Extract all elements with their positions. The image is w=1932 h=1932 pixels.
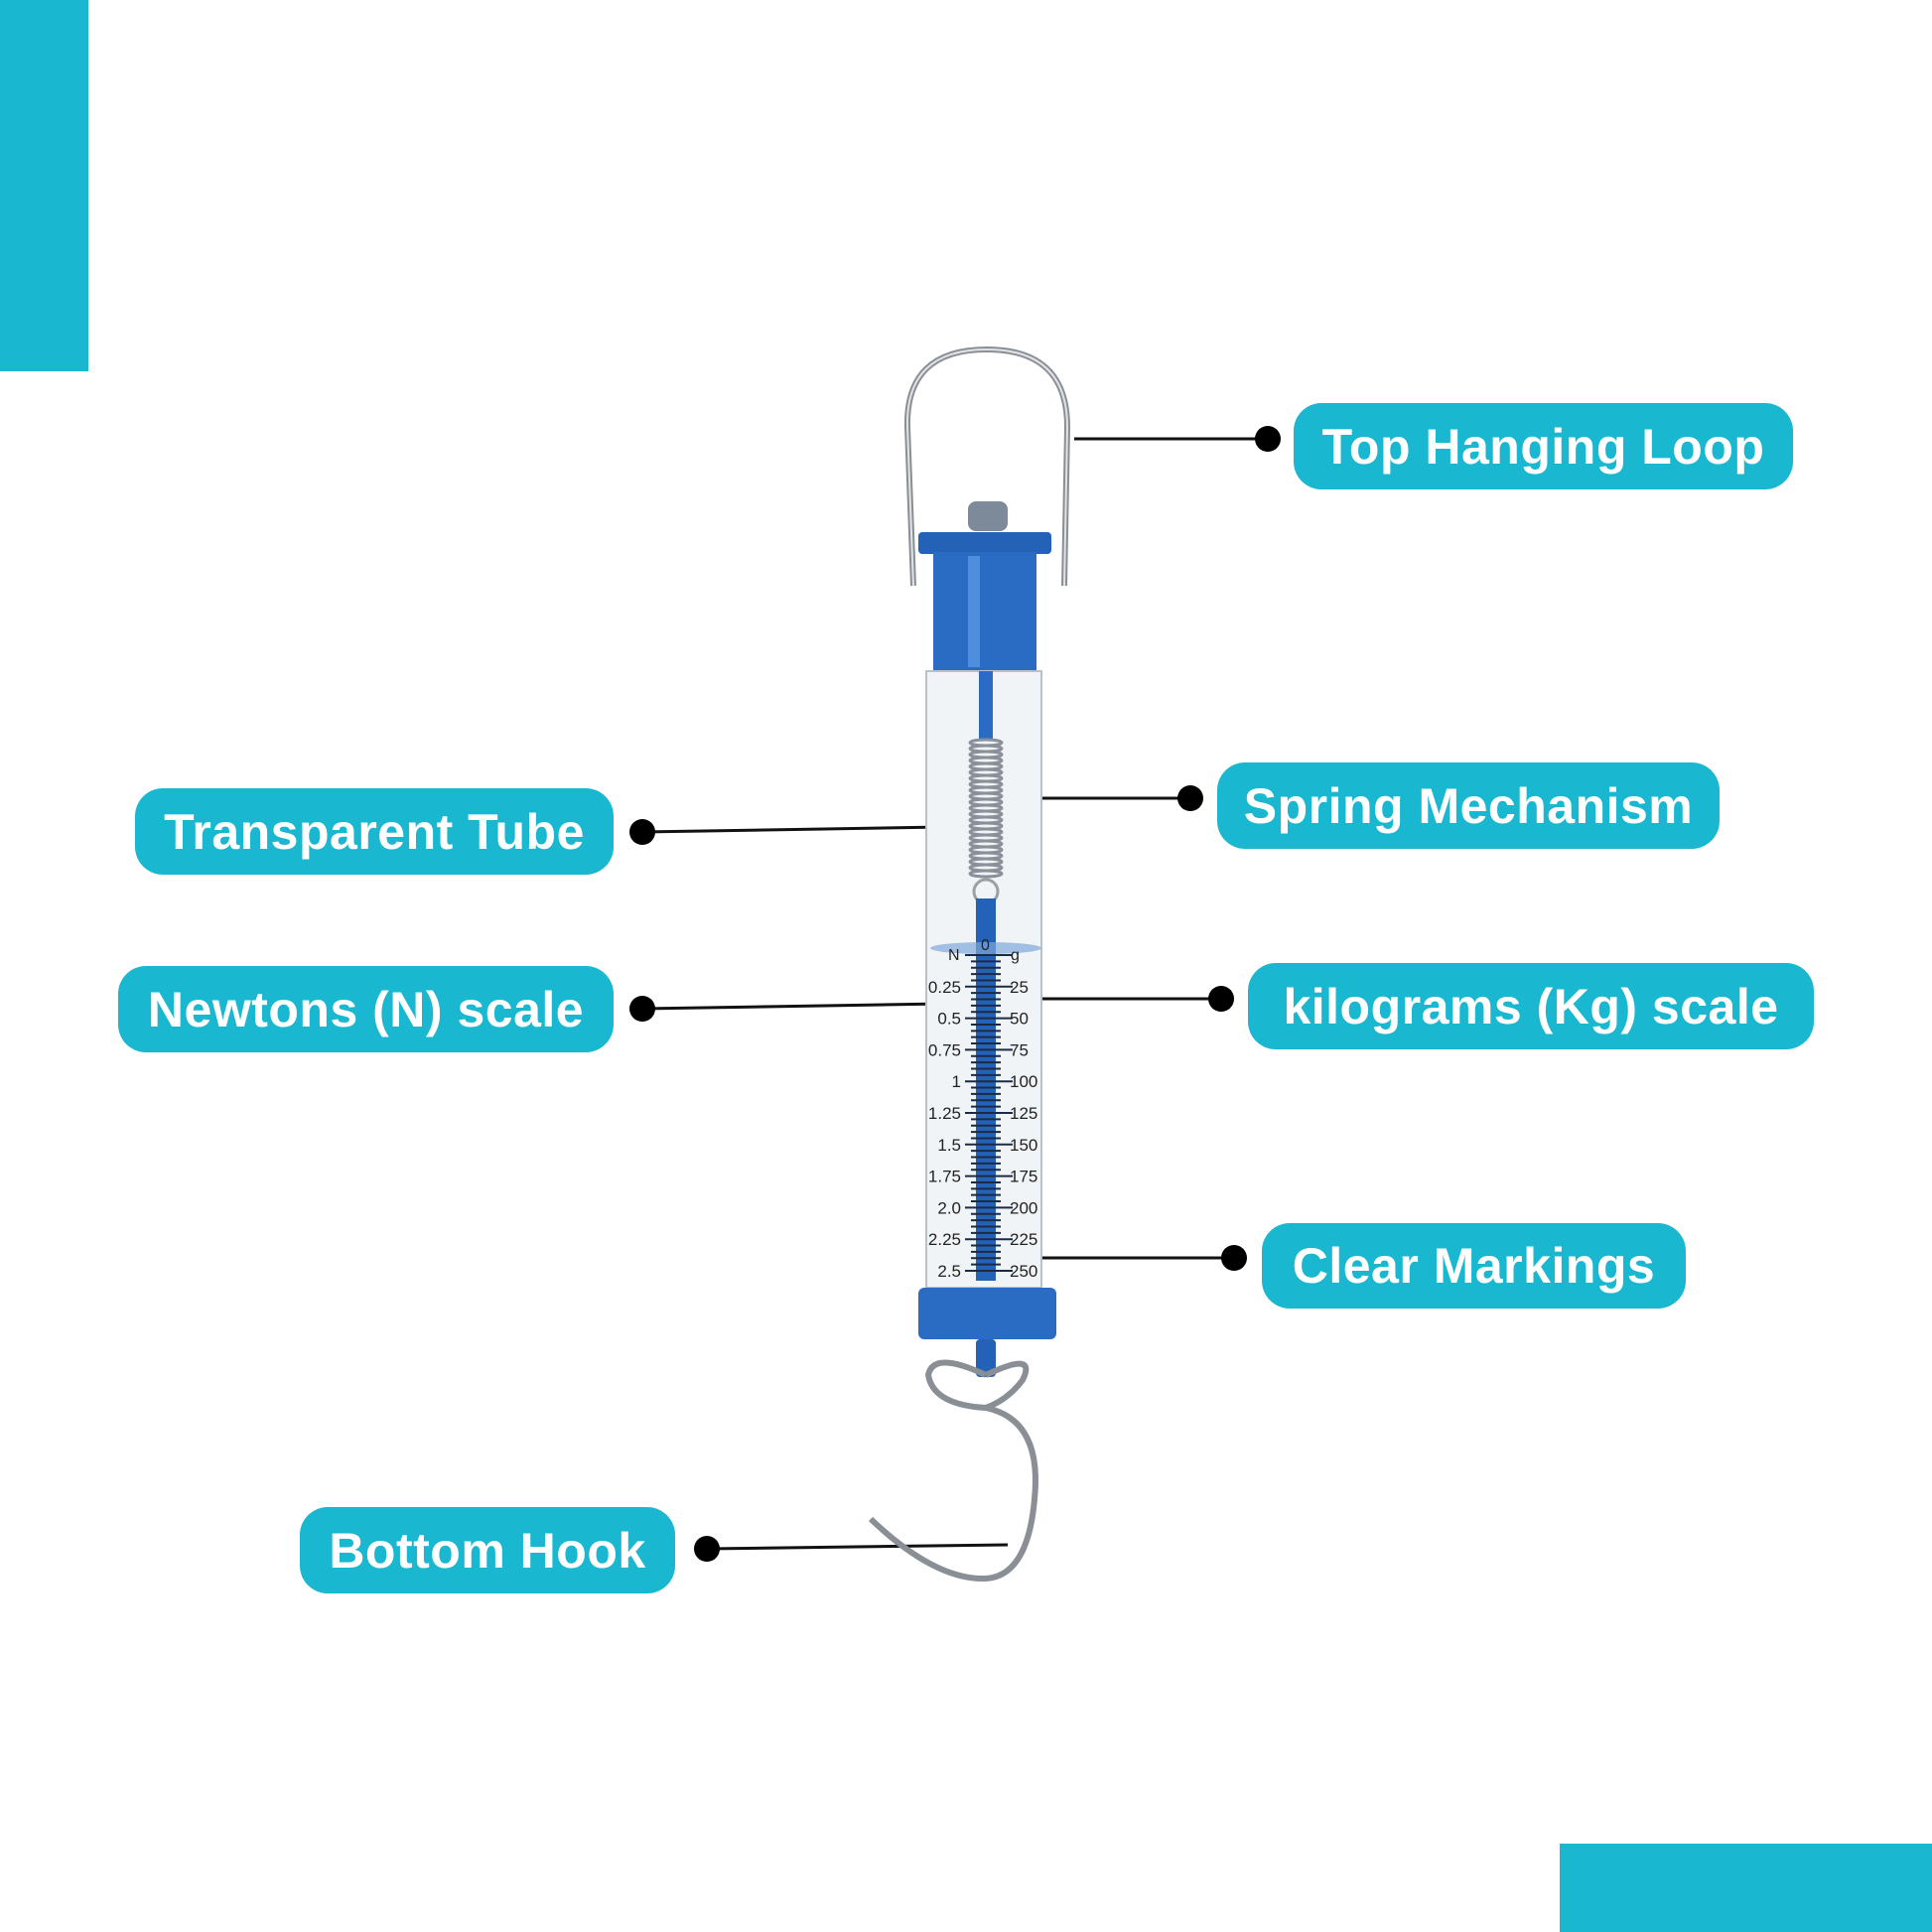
newton-tick-label: 2.25 [928, 1230, 961, 1249]
gram-tick-label: 225 [1010, 1230, 1037, 1249]
upper-rod [979, 671, 993, 741]
leader-line-tube [641, 825, 943, 834]
gram-tick-label: 125 [1010, 1104, 1037, 1123]
newton-unit-label: N [948, 947, 960, 964]
gram-scale-labels: 25 50 75 100 125 150 175 200 225 250 [1010, 978, 1037, 1281]
newton-tick-label: 1.5 [937, 1136, 961, 1155]
gram-tick-label: 100 [1010, 1072, 1037, 1091]
dot-hook [694, 1536, 720, 1562]
newton-scale-labels: 0.25 0.5 0.75 1 1.25 1.5 1.75 2.0 2.25 2.5 [928, 978, 961, 1281]
newton-tick-label: 1.75 [928, 1168, 961, 1186]
gram-tick-label: 150 [1010, 1136, 1037, 1155]
bottom-hook [868, 1359, 1038, 1583]
zero-label: 0 [981, 937, 990, 954]
label-top-hanging-loop: Top Hanging Loop [1294, 403, 1793, 489]
newton-tick-label: 2.5 [937, 1262, 961, 1281]
top-left-accent-bar [0, 0, 88, 371]
newton-tick-label: 0.75 [928, 1040, 961, 1059]
scale-ticks [965, 954, 1013, 1272]
bottom-right-accent-bar [1560, 1844, 1932, 1932]
indicator-rod [976, 898, 996, 1281]
label-clear-markings: Clear Markings [1262, 1223, 1686, 1309]
gram-tick-label: 175 [1010, 1168, 1037, 1186]
gram-tick-label: 50 [1010, 1010, 1029, 1029]
top-cap-rim [918, 532, 1051, 554]
newton-tick-label: 1.25 [928, 1104, 961, 1123]
label-newtons-scale: Newtons (N) scale [118, 966, 614, 1052]
newton-tick-label: 2.0 [937, 1198, 961, 1217]
newton-tick-label: 0.25 [928, 978, 961, 997]
coil-turn [968, 869, 1004, 879]
gram-tick-label: 250 [1010, 1262, 1037, 1281]
top-cap [933, 552, 1036, 671]
dot-tube [629, 819, 655, 845]
spring-coil [968, 738, 1004, 879]
newton-tick-label: 1 [952, 1072, 961, 1091]
gram-unit-label: g [1011, 947, 1020, 964]
leader-lines [641, 437, 1268, 1551]
gram-tick-label: 75 [1010, 1040, 1029, 1059]
dot-spring [1177, 785, 1203, 811]
dot-kilograms [1208, 986, 1234, 1012]
top-plug [968, 501, 1008, 531]
label-transparent-tube: Transparent Tube [135, 788, 614, 875]
label-bottom-hook: Bottom Hook [300, 1507, 675, 1593]
dot-markings [1221, 1245, 1247, 1271]
label-spring-mechanism: Spring Mechanism [1217, 762, 1720, 849]
leader-line-hook [706, 1543, 1009, 1551]
dot-top-loop [1255, 426, 1281, 452]
leader-dots [629, 426, 1281, 1562]
leader-line-newtons [641, 1002, 943, 1011]
dot-newtons [629, 996, 655, 1022]
newton-tick-label: 0.5 [937, 1010, 961, 1029]
bottom-cap [918, 1288, 1056, 1339]
label-kilograms-scale: kilograms (Kg) scale [1248, 963, 1814, 1049]
gram-tick-label: 25 [1010, 978, 1029, 997]
gram-tick-label: 200 [1010, 1198, 1037, 1217]
